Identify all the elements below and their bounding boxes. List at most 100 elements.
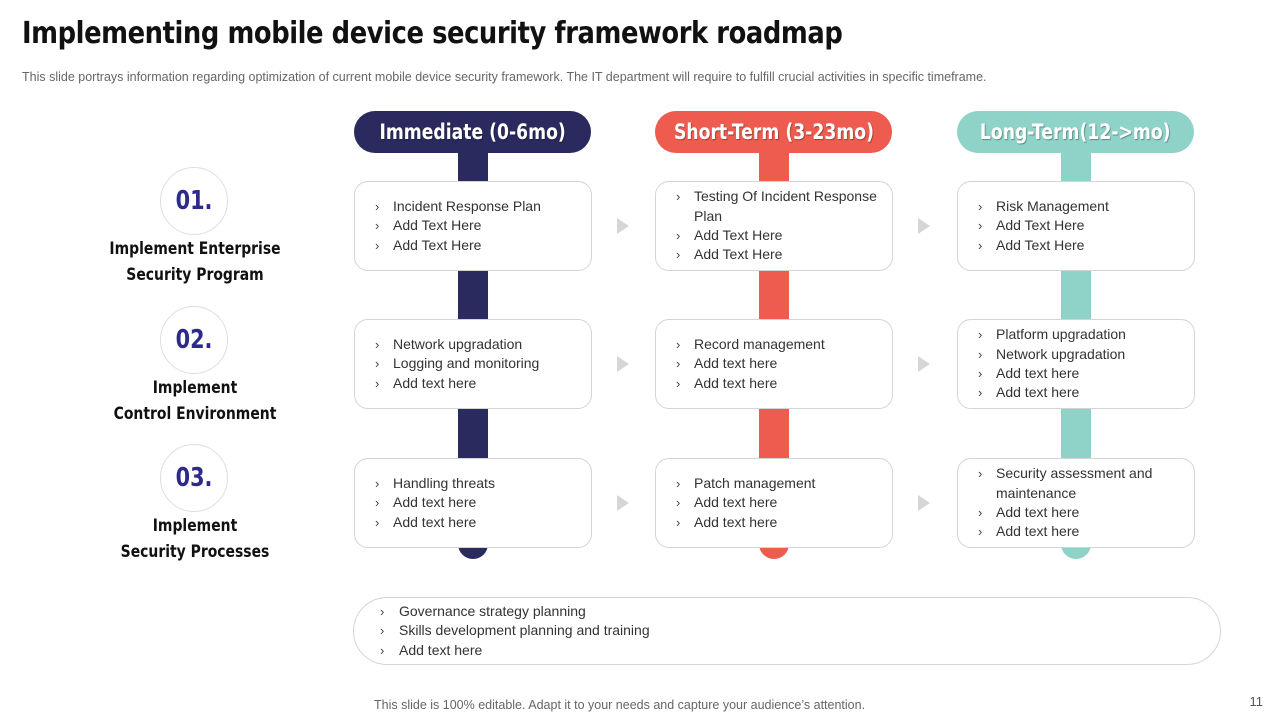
bullet-item: › Add Text Here bbox=[978, 216, 1109, 235]
arrow-right-icon bbox=[617, 356, 629, 372]
bullet-item: ›Add Text Here bbox=[978, 236, 1109, 255]
step-label: Implement Security Processes bbox=[109, 513, 281, 565]
arrow-right-icon bbox=[918, 356, 930, 372]
bullet-text: Add text here bbox=[399, 641, 483, 658]
column-long-term: Long-Term(12->mo) ›Risk Management›Add T… bbox=[957, 111, 1195, 561]
bullet-text: Network upgradation bbox=[393, 336, 523, 353]
bullet-text: Governance strategy planning bbox=[399, 603, 586, 620]
footer-note: This slide is 100% editable. Adapt it to… bbox=[374, 698, 866, 712]
bullet-text: Add Text Here bbox=[393, 236, 482, 253]
bullet-item: ›Add text here bbox=[375, 493, 495, 512]
page-title: Implementing mobile device security fram… bbox=[22, 16, 843, 51]
step-number: 02. bbox=[175, 325, 213, 355]
chevron-right-icon: › bbox=[676, 356, 681, 372]
bullet-item: › Risk Management bbox=[978, 197, 1109, 216]
bullet-item: › Patch management bbox=[676, 474, 815, 493]
chevron-right-icon: › bbox=[676, 337, 681, 353]
step-label: Implement Control Environment bbox=[109, 375, 281, 427]
chevron-right-icon: › bbox=[978, 327, 983, 343]
bullet-item: › Add text here bbox=[676, 374, 825, 393]
bottom-summary-box: › Governance strategy planning › Skills dev… bbox=[353, 597, 1221, 665]
step-number: 03. bbox=[175, 463, 213, 493]
arrow-right-icon bbox=[617, 495, 629, 511]
step-label-line: Implement bbox=[152, 378, 238, 398]
bullet-text: Handling threats bbox=[393, 475, 495, 492]
bullet-item: ›Security assessment and maintenance bbox=[978, 464, 1184, 503]
bullet-text: Add Text Here bbox=[694, 227, 783, 243]
page-subtitle: This slide portrays information regardin… bbox=[22, 70, 987, 84]
bullet-text: Add text here bbox=[996, 365, 1080, 381]
bullet-text: Add text here bbox=[694, 494, 778, 511]
bullet-item: ›Handling threats bbox=[375, 474, 495, 493]
bullet-item: › Skills development planning and trainin… bbox=[380, 621, 650, 640]
chevron-right-icon: › bbox=[375, 199, 380, 215]
page-number: 11 bbox=[1249, 694, 1264, 709]
step-label-line: Control Environment bbox=[113, 404, 277, 424]
bullet-item: ›Testing Of Incident Response Plan bbox=[676, 187, 882, 226]
step-label-line: Implement Enterprise bbox=[109, 239, 281, 259]
roadmap-card: ›Platform upgradation›Network upgradatio… bbox=[957, 319, 1195, 409]
chevron-right-icon: › bbox=[375, 375, 380, 391]
bullet-item: ›Add Text Here bbox=[375, 216, 541, 235]
step-number: 01. bbox=[175, 186, 213, 216]
step-number-circle: 02. bbox=[160, 306, 228, 374]
chevron-right-icon: › bbox=[676, 476, 681, 492]
arrow-right-icon bbox=[918, 218, 930, 234]
bullet-item: ›Logging and monitoring bbox=[375, 354, 539, 373]
bullet-text: Add text here bbox=[996, 523, 1080, 540]
bullet-text: Add Text Here bbox=[996, 236, 1085, 253]
bullet-item: › Incident Response Plan bbox=[375, 197, 541, 216]
bullet-item: ›Add text here bbox=[676, 513, 815, 532]
chevron-right-icon: › bbox=[978, 385, 983, 401]
bullet-item: ›Record management bbox=[676, 335, 825, 354]
bullet-text: Add text here bbox=[393, 513, 477, 530]
chevron-right-icon: › bbox=[676, 495, 681, 511]
column-header-label: Short-Term (3-23mo) bbox=[673, 120, 874, 144]
bullet-item: › Add text here bbox=[676, 493, 815, 512]
column-short-term: Short-Term (3-23mo) ›Testing Of Incident… bbox=[655, 111, 893, 561]
step-number-circle: 03. bbox=[160, 444, 228, 512]
chevron-right-icon: › bbox=[375, 237, 380, 253]
bullet-text: Risk Management bbox=[996, 198, 1109, 215]
chevron-right-icon: › bbox=[380, 623, 385, 639]
chevron-right-icon: › bbox=[978, 524, 983, 540]
chevron-right-icon: › bbox=[676, 375, 681, 391]
bullet-item: › Add text here bbox=[380, 641, 650, 660]
bullet-text: Add text here bbox=[694, 513, 778, 530]
bullet-text: Patch management bbox=[694, 475, 816, 492]
bullet-text: Network upgradation bbox=[996, 345, 1126, 362]
bullet-text: Skills development planning and training bbox=[399, 622, 650, 639]
bullet-item: › Network upgradation bbox=[978, 345, 1126, 364]
chevron-right-icon: › bbox=[978, 466, 983, 482]
bullet-item: › Network upgradation bbox=[375, 335, 539, 354]
chevron-right-icon: › bbox=[978, 199, 983, 215]
step-label: Implement Enterprise Security Program bbox=[109, 236, 281, 288]
bullet-text: Add text here bbox=[694, 355, 778, 372]
roadmap-card: ›Risk Management›Add Text Here›Add Text … bbox=[957, 181, 1195, 271]
chevron-right-icon: › bbox=[978, 505, 983, 520]
column-header-long-term: Long-Term(12->mo) bbox=[957, 111, 1194, 153]
bullet-item: ›Platform upgradation bbox=[978, 325, 1126, 344]
chevron-right-icon: › bbox=[978, 346, 983, 362]
column-header-label: Long-Term(12->mo) bbox=[980, 120, 1171, 144]
chevron-right-icon: › bbox=[978, 366, 983, 381]
chevron-right-icon: › bbox=[978, 218, 983, 234]
bullet-item: › Add text here bbox=[978, 364, 1126, 383]
chevron-right-icon: › bbox=[375, 356, 380, 372]
chevron-right-icon: › bbox=[375, 514, 380, 530]
bullet-text: Add text here bbox=[996, 504, 1080, 520]
bullet-item: › Add text here bbox=[978, 503, 1184, 522]
bullet-text: Add Text Here bbox=[996, 217, 1085, 234]
bullet-text: Add text here bbox=[694, 374, 778, 391]
chevron-right-icon: › bbox=[380, 604, 385, 620]
bullet-item: › Add Text Here bbox=[375, 236, 541, 255]
chevron-right-icon: › bbox=[380, 642, 385, 658]
bullet-text: Add text here bbox=[393, 494, 477, 511]
chevron-right-icon: › bbox=[375, 337, 380, 353]
bullet-text: Add text here bbox=[996, 384, 1080, 401]
roadmap-card: ›Patch management›Add text here›Add text… bbox=[655, 458, 893, 548]
step-label-line: Security Processes bbox=[120, 542, 270, 562]
arrow-right-icon bbox=[617, 218, 629, 234]
chevron-right-icon: › bbox=[676, 189, 681, 205]
bullet-text: Incident Response Plan bbox=[393, 198, 541, 215]
